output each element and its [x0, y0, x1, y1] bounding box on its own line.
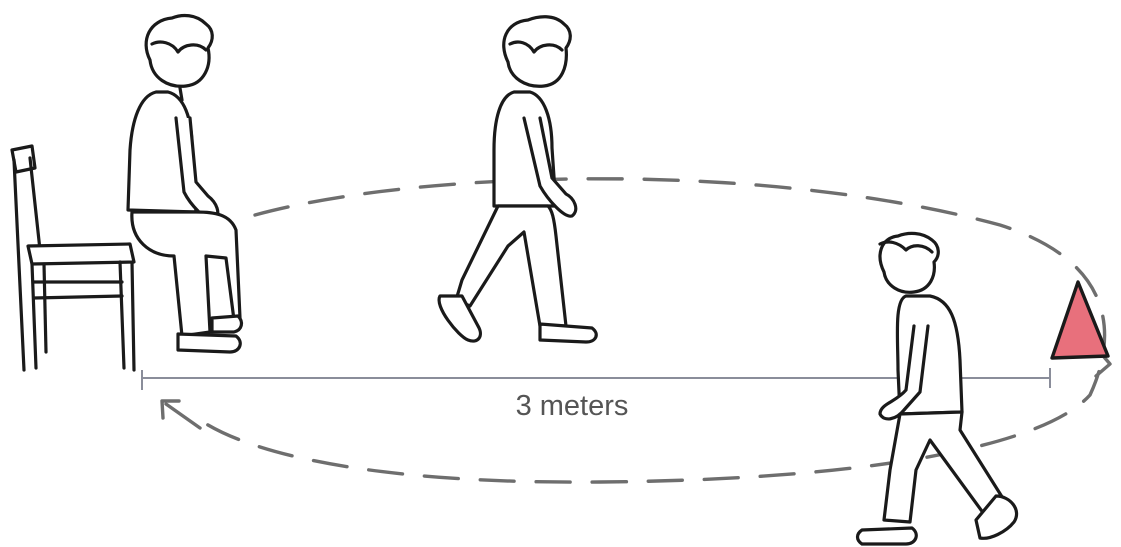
person-walking-back-icon — [858, 233, 1017, 544]
cone-icon — [1052, 282, 1108, 358]
chair-icon — [12, 146, 134, 370]
distance-label: 3 meters — [516, 390, 629, 422]
walking-path — [162, 179, 1110, 482]
return-arrow-icon — [162, 401, 200, 428]
person-standing-up-icon — [128, 16, 241, 352]
person-walking-icon — [439, 17, 596, 342]
